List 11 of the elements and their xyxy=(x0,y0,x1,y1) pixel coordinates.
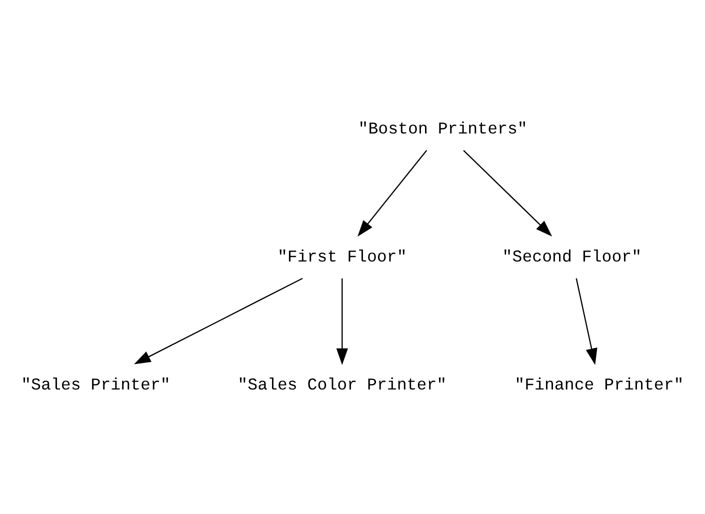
node-text: "Finance Printer" xyxy=(514,375,684,394)
node-text: "Boston Printers" xyxy=(358,119,528,138)
arrow xyxy=(576,278,598,365)
node-text: "Sales Printer" xyxy=(21,375,170,394)
arrow xyxy=(336,278,348,365)
arrow xyxy=(134,278,303,364)
arrow xyxy=(358,150,428,237)
node-text: "Sales Color Printer" xyxy=(238,375,447,394)
node-text: "Second Floor" xyxy=(502,247,642,266)
node-text: "First Floor" xyxy=(277,247,407,266)
arrow xyxy=(463,150,552,237)
